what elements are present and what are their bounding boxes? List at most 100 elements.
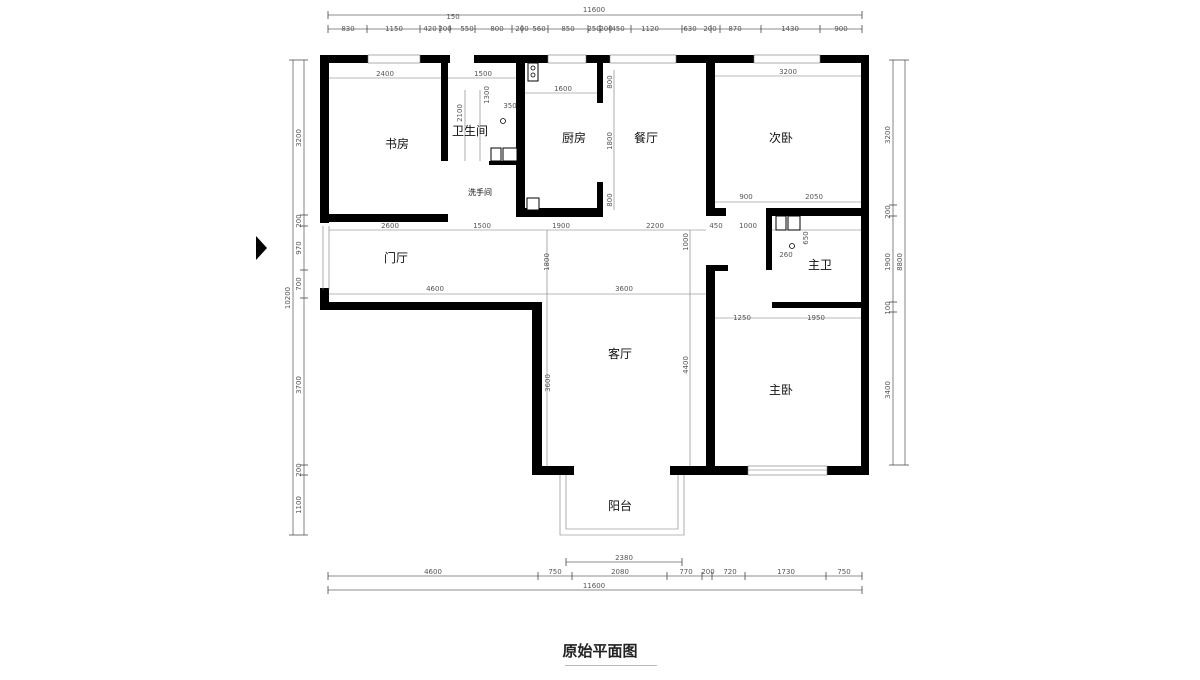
title-underline xyxy=(565,665,657,666)
dim-left-200: 200 xyxy=(295,214,303,227)
dim-in-3200: 3200 xyxy=(779,68,797,76)
dim-in-650: 650 xyxy=(802,231,810,244)
room-foyer: 门厅 xyxy=(384,250,408,265)
dim-right-200: 200 xyxy=(884,205,892,218)
stove-icon xyxy=(527,62,539,82)
dim-left-970: 970 xyxy=(295,241,303,254)
dim-top-1150: 1150 xyxy=(385,25,403,33)
dim-bot-720: 720 xyxy=(723,568,736,576)
dim-left-10200: 10200 xyxy=(284,287,292,309)
dim-in-1000a: 1000 xyxy=(682,233,690,251)
dim-bot-total: 11600 xyxy=(583,582,605,590)
dim-in-1600: 1600 xyxy=(554,85,572,93)
dim-top-1120: 1120 xyxy=(641,25,659,33)
dim-in-2400: 2400 xyxy=(376,70,394,78)
windows xyxy=(367,54,828,476)
room-kitchen: 厨房 xyxy=(562,130,586,145)
wc-sink-icon xyxy=(502,147,518,162)
wc-toilet-icon xyxy=(490,147,502,162)
dim-in-3600a: 3600 xyxy=(615,285,633,293)
dim-right-1900: 1900 xyxy=(884,253,892,271)
dim-right-3200: 3200 xyxy=(884,126,892,144)
dim-in-1500a: 1500 xyxy=(474,70,492,78)
room-master-bath: 主卫 xyxy=(808,258,832,272)
dim-top-850: 850 xyxy=(561,25,574,33)
room-second-bedroom: 次卧 xyxy=(769,131,793,145)
entry-arrow-icon xyxy=(256,236,267,260)
dim-in-1250: 1250 xyxy=(733,314,751,322)
room-balcony: 阳台 xyxy=(608,498,632,513)
dim-in-800b: 800 xyxy=(606,193,614,206)
dim-right-3400: 3400 xyxy=(884,381,892,399)
dim-bot-2080: 2080 xyxy=(611,568,629,576)
left-dimensions: 3200 200 970 700 10200 3700 200 1100 xyxy=(284,59,308,536)
interior-lines xyxy=(322,70,861,466)
master-bath-drain-icon xyxy=(789,243,795,249)
dim-in-1500b: 1500 xyxy=(473,222,491,230)
floor-drain-icon xyxy=(500,118,506,124)
balcony-outline xyxy=(559,475,685,536)
dim-left-3700: 3700 xyxy=(295,376,303,394)
master-bath-sink-icon xyxy=(787,215,801,231)
dim-top-200a: 200 xyxy=(438,25,451,33)
dim-top-200d: 200 xyxy=(703,25,716,33)
master-bath-toilet-icon xyxy=(775,215,787,231)
dim-top-630: 630 xyxy=(683,25,696,33)
dim-top-800: 800 xyxy=(490,25,503,33)
dim-top-200c: 200 xyxy=(599,25,612,33)
dim-in-2200: 2200 xyxy=(646,222,664,230)
dim-top-150: 150 xyxy=(446,13,459,21)
dim-bot-4600: 4600 xyxy=(424,568,442,576)
dim-in-1900: 1900 xyxy=(552,222,570,230)
dim-in-1950: 1950 xyxy=(807,314,825,322)
dim-in-1800a: 1800 xyxy=(606,132,614,150)
dim-bot-750: 750 xyxy=(548,568,561,576)
room-study: 书房 xyxy=(385,136,409,151)
dim-in-350: 350 xyxy=(503,102,516,110)
dim-bot-200: 200 xyxy=(701,568,714,576)
dim-top-560: 560 xyxy=(532,25,545,33)
dim-left-700: 700 xyxy=(295,277,303,290)
dim-top-1430: 1430 xyxy=(781,25,799,33)
top-dimensions: 11600 150 830 1150 420 200 xyxy=(327,6,863,33)
dim-left-3200: 3200 xyxy=(295,129,303,147)
room-dining: 餐厅 xyxy=(634,130,658,145)
dim-in-1300: 1300 xyxy=(483,86,491,104)
dim-in-3600b: 3600 xyxy=(544,374,552,392)
dim-in-1000b: 1000 xyxy=(739,222,757,230)
dim-in-4600: 4600 xyxy=(426,285,444,293)
dim-top-900: 900 xyxy=(834,25,847,33)
dim-top-200b: 200 xyxy=(515,25,528,33)
dim-bot-750b: 750 xyxy=(837,568,850,576)
dim-in-2100: 2100 xyxy=(456,104,464,122)
dim-bot-1730: 1730 xyxy=(777,568,795,576)
bottom-dimensions: 2380 4600 750 2080 770 200 720 1730 750 … xyxy=(327,554,863,594)
dim-in-450: 450 xyxy=(709,222,722,230)
room-living: 客厅 xyxy=(608,346,632,361)
walls xyxy=(320,55,869,475)
dim-bot-770: 770 xyxy=(679,568,692,576)
dim-in-260: 260 xyxy=(779,251,792,259)
room-wash: 洗手间 xyxy=(468,187,492,197)
dim-in-1800b: 1800 xyxy=(543,253,551,271)
fixtures xyxy=(490,62,801,249)
dim-in-4400: 4400 xyxy=(682,356,690,374)
room-labels: 书房 卫生间 厨房 餐厅 次卧 洗手间 门厅 主卫 客厅 主卧 阳台 xyxy=(384,124,832,513)
dim-in-2600: 2600 xyxy=(381,222,399,230)
room-master-bedroom: 主卧 xyxy=(769,383,793,397)
dim-top-420: 420 xyxy=(423,25,436,33)
room-wc: 卫生间 xyxy=(452,124,488,138)
dim-in-900: 900 xyxy=(739,193,752,201)
dim-top-550: 550 xyxy=(460,25,473,33)
dim-in-800a: 800 xyxy=(606,75,614,88)
interior-dimensions: 2400 1500 2100 1300 350 1600 800 1800 80… xyxy=(376,68,825,392)
dim-in-2050: 2050 xyxy=(805,193,823,201)
right-dimensions: 3200 200 1900 8800 100 3400 xyxy=(884,59,909,466)
dim-top-870: 870 xyxy=(728,25,741,33)
dim-right-8800: 8800 xyxy=(896,253,904,271)
kitchen-shaft-icon xyxy=(526,197,540,211)
dim-top-830: 830 xyxy=(341,25,354,33)
dim-left-1100: 1100 xyxy=(295,496,303,514)
plan-title: 原始平面图 xyxy=(562,642,638,660)
